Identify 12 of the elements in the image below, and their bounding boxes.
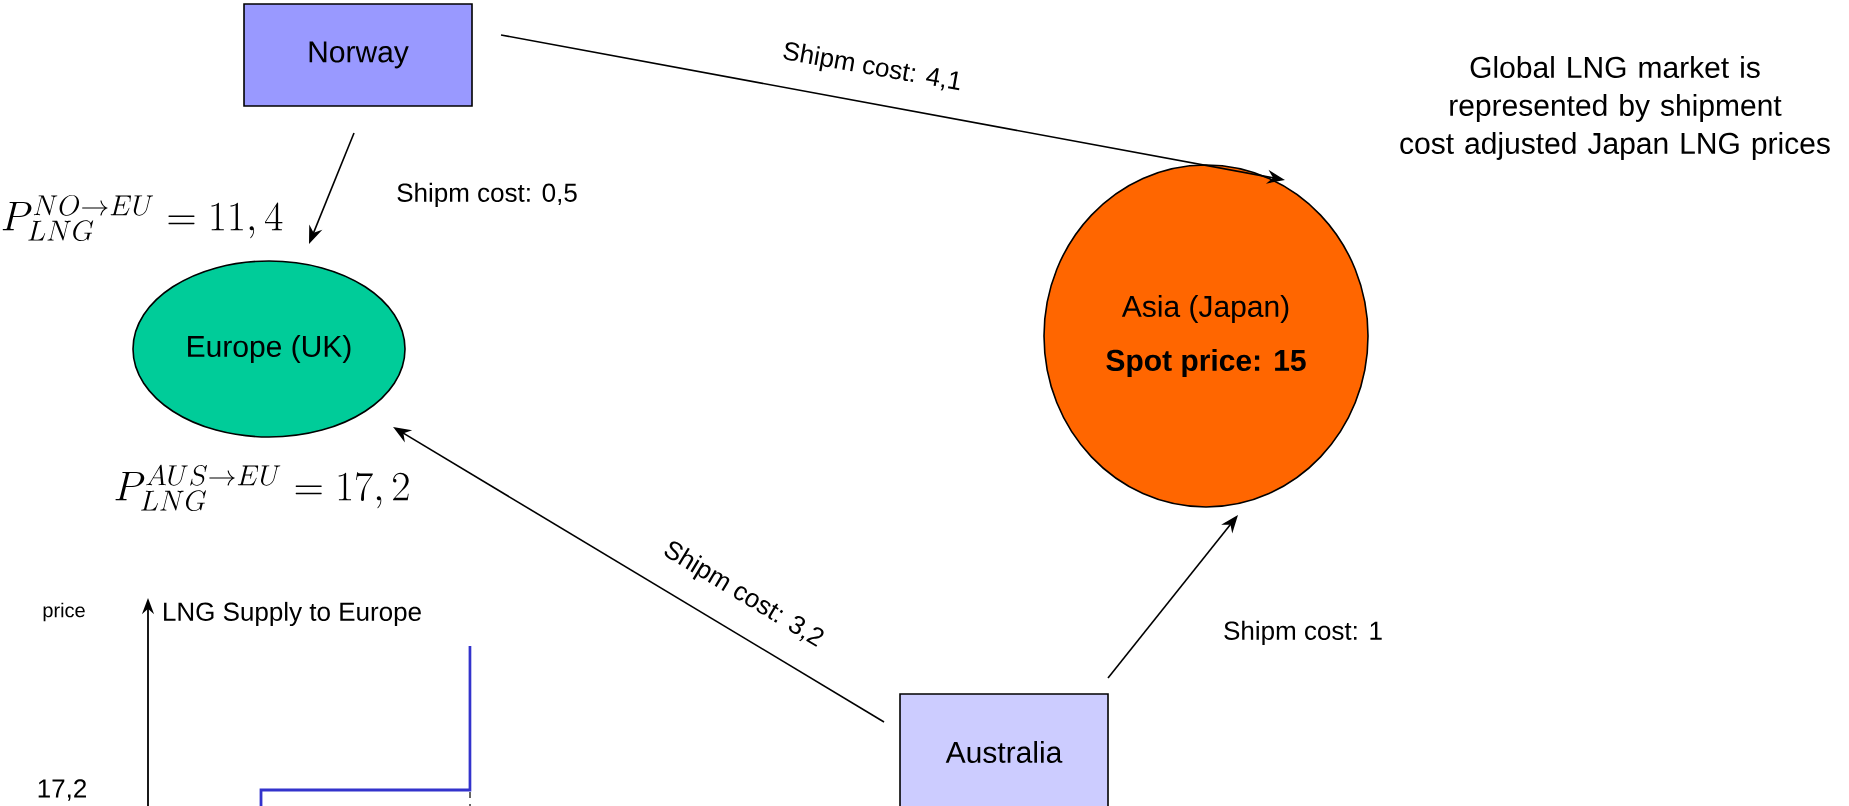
price-formula: $P_{LNG}^{NO\rightarrow EU} =11,4$ bbox=[2, 194, 283, 242]
axis-label: price bbox=[43, 602, 85, 622]
price-formula: $P_{LNG}^{AUS\rightarrow EU} =17,2$ bbox=[115, 464, 409, 512]
edge-label: Shipm cost: 0,5 bbox=[394, 180, 580, 210]
country-box: Australia bbox=[899, 693, 1109, 806]
note-text: Global LNG market is represented by shipment cost adjusted Japan LNG prices bbox=[1400, 56, 1830, 160]
edge-label: Shipm cost: 1 bbox=[1221, 618, 1385, 648]
country-box: Norway bbox=[243, 3, 473, 107]
tick-label: 17,2 bbox=[38, 779, 86, 801]
arrow bbox=[1107, 515, 1238, 679]
chart-title: LNG Supply to Europe bbox=[164, 601, 421, 627]
edge-label: Shipm cost: 4,1 bbox=[778, 38, 966, 98]
